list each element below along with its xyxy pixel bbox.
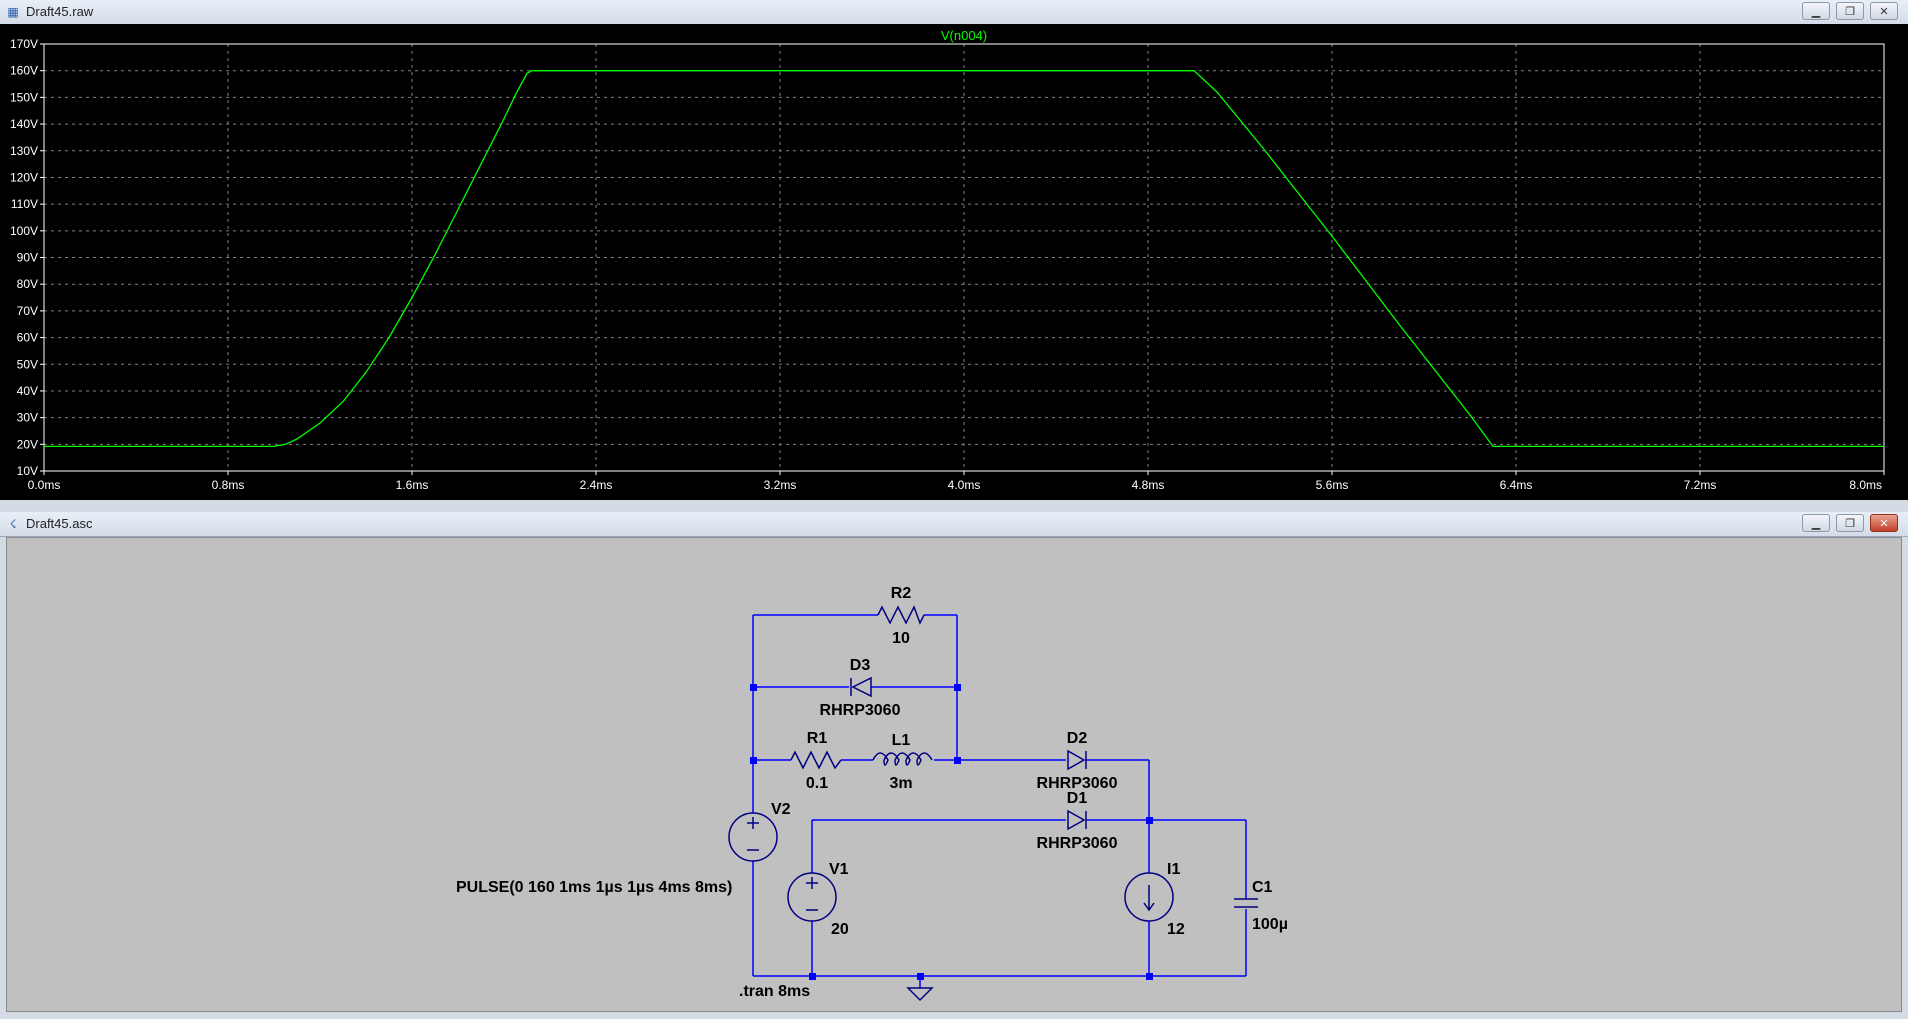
- components[interactable]: [728, 605, 1258, 1002]
- y-tick-label: 60V: [17, 331, 38, 345]
- minimize-icon: ▁: [1811, 518, 1821, 530]
- r1-resistor: [790, 750, 842, 770]
- schematic-restore-button[interactable]: ❐: [1836, 514, 1864, 532]
- schematic-canvas[interactable]: R2 10 D3 RHRP3060 R1 0.1 L1 3m D2 RHRP30…: [6, 537, 1902, 1012]
- x-tick-label: 6.4ms: [1500, 478, 1533, 492]
- x-tick-label: 3.2ms: [764, 478, 797, 492]
- v2-value[interactable]: PULSE(0 160 1ms 1µs 1µs 4ms 8ms): [456, 879, 732, 896]
- v2-voltage-source: [728, 812, 778, 862]
- x-tick-label: 0.0ms: [28, 478, 61, 492]
- junctions: [750, 684, 1153, 980]
- x-tick-label: 8.0ms: [1849, 478, 1882, 492]
- d1-model[interactable]: RHRP3060: [1037, 835, 1118, 852]
- restore-icon: ❐: [1845, 6, 1855, 18]
- d3-model[interactable]: RHRP3060: [820, 702, 901, 719]
- x-tick-label: 7.2ms: [1684, 478, 1717, 492]
- component-labels: R2 10 D3 RHRP3060 R1 0.1 L1 3m D2 RHRP30…: [456, 585, 1288, 1000]
- x-tick-label: 4.8ms: [1132, 478, 1165, 492]
- c1-value[interactable]: 100µ: [1252, 916, 1288, 933]
- schematic-close-button[interactable]: ✕: [1870, 514, 1898, 532]
- y-tick-label: 10V: [17, 464, 38, 478]
- x-tick-label: 1.6ms: [396, 478, 429, 492]
- schematic-minimize-button[interactable]: ▁: [1802, 514, 1830, 532]
- ltspice-icon: ☇: [9, 517, 17, 531]
- y-tick-label: 150V: [10, 90, 38, 104]
- minimize-button[interactable]: ▁: [1802, 2, 1830, 20]
- schematic-window-title: Draft45.asc: [26, 516, 93, 531]
- y-tick-label: 40V: [17, 384, 38, 398]
- r2-value[interactable]: 10: [892, 630, 910, 647]
- restore-button[interactable]: ❐: [1836, 2, 1864, 20]
- y-tick-label: 160V: [10, 64, 38, 78]
- r2-resistor: [877, 605, 925, 625]
- close-button[interactable]: ✕: [1870, 2, 1898, 20]
- y-tick-label: 140V: [10, 117, 38, 131]
- schematic-drawing[interactable]: R2 10 D3 RHRP3060 R1 0.1 L1 3m D2 RHRP30…: [7, 538, 1901, 1011]
- plot-window: ▦ Draft45.raw ▁ ❐ ✕ 0.0ms 0.8ms 1.6ms 2.4ms…: [0, 0, 1908, 500]
- x-tick-label: 2.4ms: [580, 478, 613, 492]
- plot-window-title: Draft45.raw: [26, 4, 94, 19]
- y-tick-label: 80V: [17, 277, 38, 291]
- c1-name[interactable]: C1: [1252, 879, 1273, 896]
- series-line-vn004[interactable]: [44, 70, 1884, 448]
- d2-name[interactable]: D2: [1067, 730, 1088, 747]
- v1-name[interactable]: V1: [829, 861, 849, 878]
- y-tick-label: 110V: [11, 197, 38, 211]
- d2-diode: [1067, 749, 1087, 771]
- ground-symbol: [906, 987, 934, 1002]
- d1-name[interactable]: D1: [1067, 790, 1088, 807]
- trace-label[interactable]: V(n004): [941, 28, 987, 43]
- y-tick-label: 30V: [17, 411, 38, 425]
- c1-capacitor: [1234, 898, 1258, 908]
- d3-name[interactable]: D3: [850, 657, 871, 674]
- y-tick-label: 120V: [10, 170, 38, 184]
- d1-diode: [1067, 809, 1087, 831]
- l1-name[interactable]: L1: [892, 732, 911, 749]
- close-icon: ✕: [1879, 6, 1889, 18]
- r1-value[interactable]: 0.1: [806, 775, 828, 792]
- restore-icon: ❐: [1845, 518, 1855, 530]
- v1-voltage-source: [787, 872, 837, 922]
- y-tick-label: 20V: [17, 437, 38, 451]
- minimize-icon: ▁: [1811, 6, 1821, 18]
- waveform-plot-area[interactable]: 0.0ms 0.8ms 1.6ms 2.4ms 3.2ms 4.0ms 4.8ms 5.6ms…: [0, 24, 1908, 500]
- i1-value[interactable]: 12: [1167, 921, 1185, 938]
- tran-directive[interactable]: .tran 8ms: [739, 983, 810, 1000]
- r2-name[interactable]: R2: [891, 585, 912, 602]
- y-tick-label: 70V: [17, 304, 38, 318]
- waveform-icon: ▦: [7, 5, 19, 19]
- d3-diode: [850, 676, 872, 698]
- i1-name[interactable]: I1: [1167, 861, 1180, 878]
- x-tick-label: 5.6ms: [1316, 478, 1349, 492]
- y-tick-label: 130V: [10, 144, 38, 158]
- schematic-window: ☇ Draft45.asc ▁ ❐ ✕: [0, 512, 1908, 1019]
- r1-name[interactable]: R1: [807, 730, 828, 747]
- waveform-chart[interactable]: 0.0ms 0.8ms 1.6ms 2.4ms 3.2ms 4.0ms 4.8ms 5.6ms…: [0, 24, 1908, 500]
- l1-value[interactable]: 3m: [889, 775, 912, 792]
- y-tick-label: 90V: [17, 251, 38, 265]
- y-tick-label: 100V: [10, 224, 38, 238]
- v1-value[interactable]: 20: [831, 921, 849, 938]
- y-tick-label: 170V: [10, 37, 38, 51]
- x-tick-label: 4.0ms: [948, 478, 981, 492]
- d2-model[interactable]: RHRP3060: [1037, 775, 1118, 792]
- x-tick-label: 0.8ms: [212, 478, 245, 492]
- i1-current-source: [1124, 872, 1174, 922]
- y-tick-label: 50V: [17, 357, 38, 371]
- schematic-window-titlebar[interactable]: ☇ Draft45.asc ▁ ❐ ✕: [0, 512, 1908, 537]
- plot-window-titlebar[interactable]: ▦ Draft45.raw ▁ ❐ ✕: [0, 0, 1908, 25]
- l1-inductor: [872, 752, 933, 766]
- close-icon: ✕: [1879, 518, 1889, 530]
- v2-name[interactable]: V2: [771, 801, 791, 818]
